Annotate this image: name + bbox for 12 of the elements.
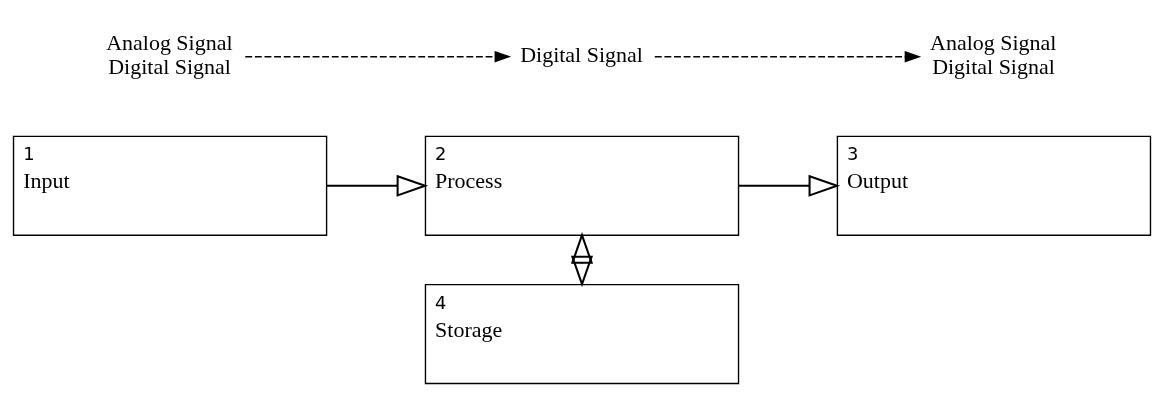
arrow [570, 232, 594, 288]
node-text: Analog Signal Digital Signal [930, 29, 1057, 80]
arrow [654, 50, 922, 63]
node-box: 1 Input [12, 135, 328, 236]
arrow [738, 174, 841, 197]
arrow [244, 50, 512, 63]
node-box: 3 Output [836, 135, 1152, 236]
node-box: 4 Storage [424, 283, 740, 385]
node-box: 2 Process [424, 135, 740, 236]
node-text: Analog Signal Digital Signal [106, 29, 233, 80]
node-text: Digital Signal [520, 41, 643, 67]
arrow [326, 174, 429, 197]
